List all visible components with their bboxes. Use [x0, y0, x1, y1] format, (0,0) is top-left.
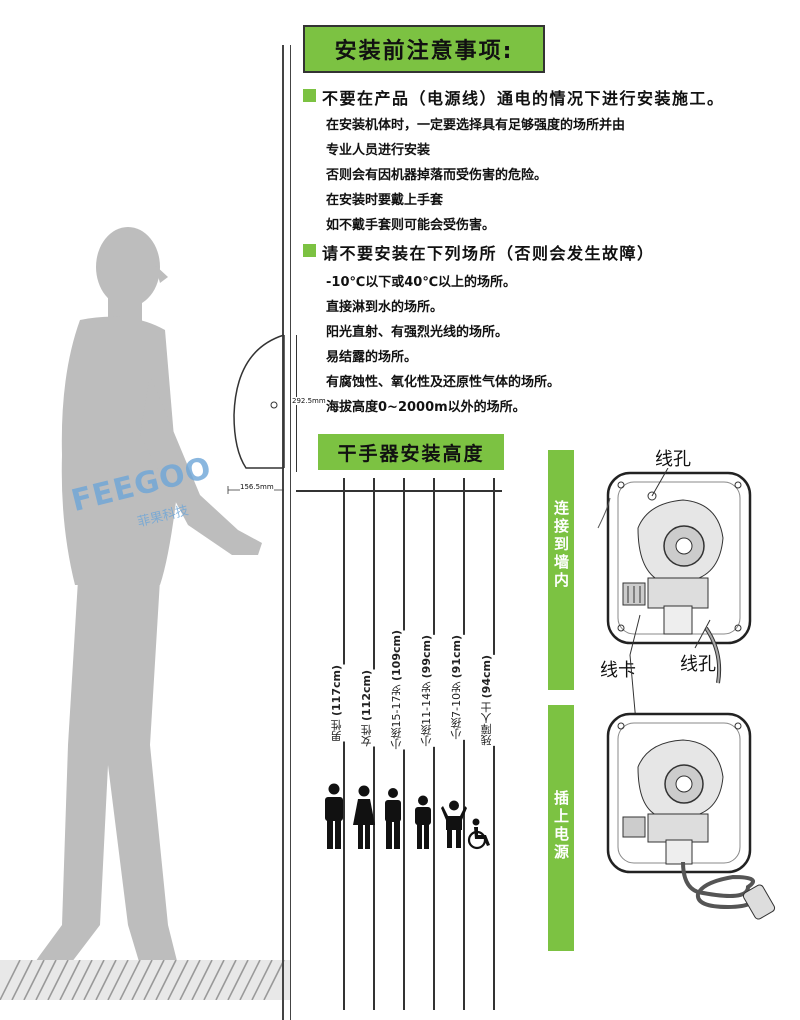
bullet-icon [303, 244, 316, 257]
section1-line-5: 如不戴手套则可能会受伤害。 [326, 218, 496, 233]
people-label: 女性 (112cm) [359, 670, 375, 747]
people-label: 男性 (117cm) [329, 665, 345, 742]
section1-line-2: 专业人员进行安装 [326, 143, 431, 158]
section2-heading: 请不要安装在下列场所（否则会发生故障） [322, 244, 655, 263]
height-line-man [343, 478, 345, 1010]
label-clip: 线卡 [600, 660, 636, 681]
depth-dimension: 156.5mm [240, 483, 274, 491]
height-top-line [296, 490, 502, 492]
wheelchair-icon [467, 818, 490, 850]
side-bar-top [548, 450, 574, 690]
dryer-side-view-icon [227, 334, 285, 494]
label-hole-top: 线孔 [655, 449, 691, 470]
section2-line-3: 阳光直射、有强烈光线的场所。 [326, 325, 509, 340]
wall-line-inner [290, 45, 291, 1020]
section2-line-1: -10℃以下或40℃以上的场所。 [326, 275, 517, 290]
woman-icon [353, 785, 375, 849]
floor-hatch [0, 960, 290, 1000]
page-title: 安装前注意事项: [303, 25, 545, 73]
label-hole-bottom: 线孔 [680, 654, 716, 675]
kid-icon [441, 800, 467, 848]
people-label: 小孩11-14岁 (99cm) [419, 635, 435, 747]
section2-line-5: 有腐蚀性、氧化性及还原性气体的场所。 [326, 375, 561, 390]
height-title-box: 干手器安装高度 [318, 434, 504, 470]
dryer-internal-diagram-bottom [606, 712, 776, 920]
man-icon [325, 783, 343, 849]
height-line-kid [463, 478, 465, 1010]
person-silhouette-icon [25, 227, 262, 977]
section2-line-2: 直接淋到水的场所。 [326, 300, 444, 315]
side-label-top: 连接到墙内 [552, 500, 570, 590]
side-label-bottom: 插上电源 [552, 790, 570, 862]
wall-line [282, 45, 284, 1020]
child-icon [415, 795, 431, 849]
people-label: 小孩15-17岁 (109cm) [389, 630, 405, 750]
section1-line-3: 否则会有因机器掉落而受伤害的危险。 [326, 168, 548, 183]
teen-icon [385, 788, 401, 849]
section1-line-4: 在安装时要戴上手套 [326, 193, 444, 208]
height-dimension: 292.5mm [292, 397, 326, 405]
height-title: 干手器安装高度 [337, 442, 485, 465]
people-label: 残障人士 (94cm) [479, 655, 495, 746]
section1-heading: 不要在产品（电源线）通电的情况下进行安装施工。 [322, 89, 725, 108]
section2-line-4: 易结露的场所。 [326, 350, 418, 365]
section1-line-1: 在安装机体时，一定要选择具有足够强度的场所并由 [326, 118, 626, 133]
people-label: 小孩7-10岁 (91cm) [449, 635, 465, 740]
side-bar-bottom [548, 705, 574, 951]
section2-line-6: 海拔高度0~2000m以外的场所。 [326, 400, 526, 415]
dryer-internal-diagram-top [597, 468, 752, 684]
bullet-icon [303, 89, 316, 102]
